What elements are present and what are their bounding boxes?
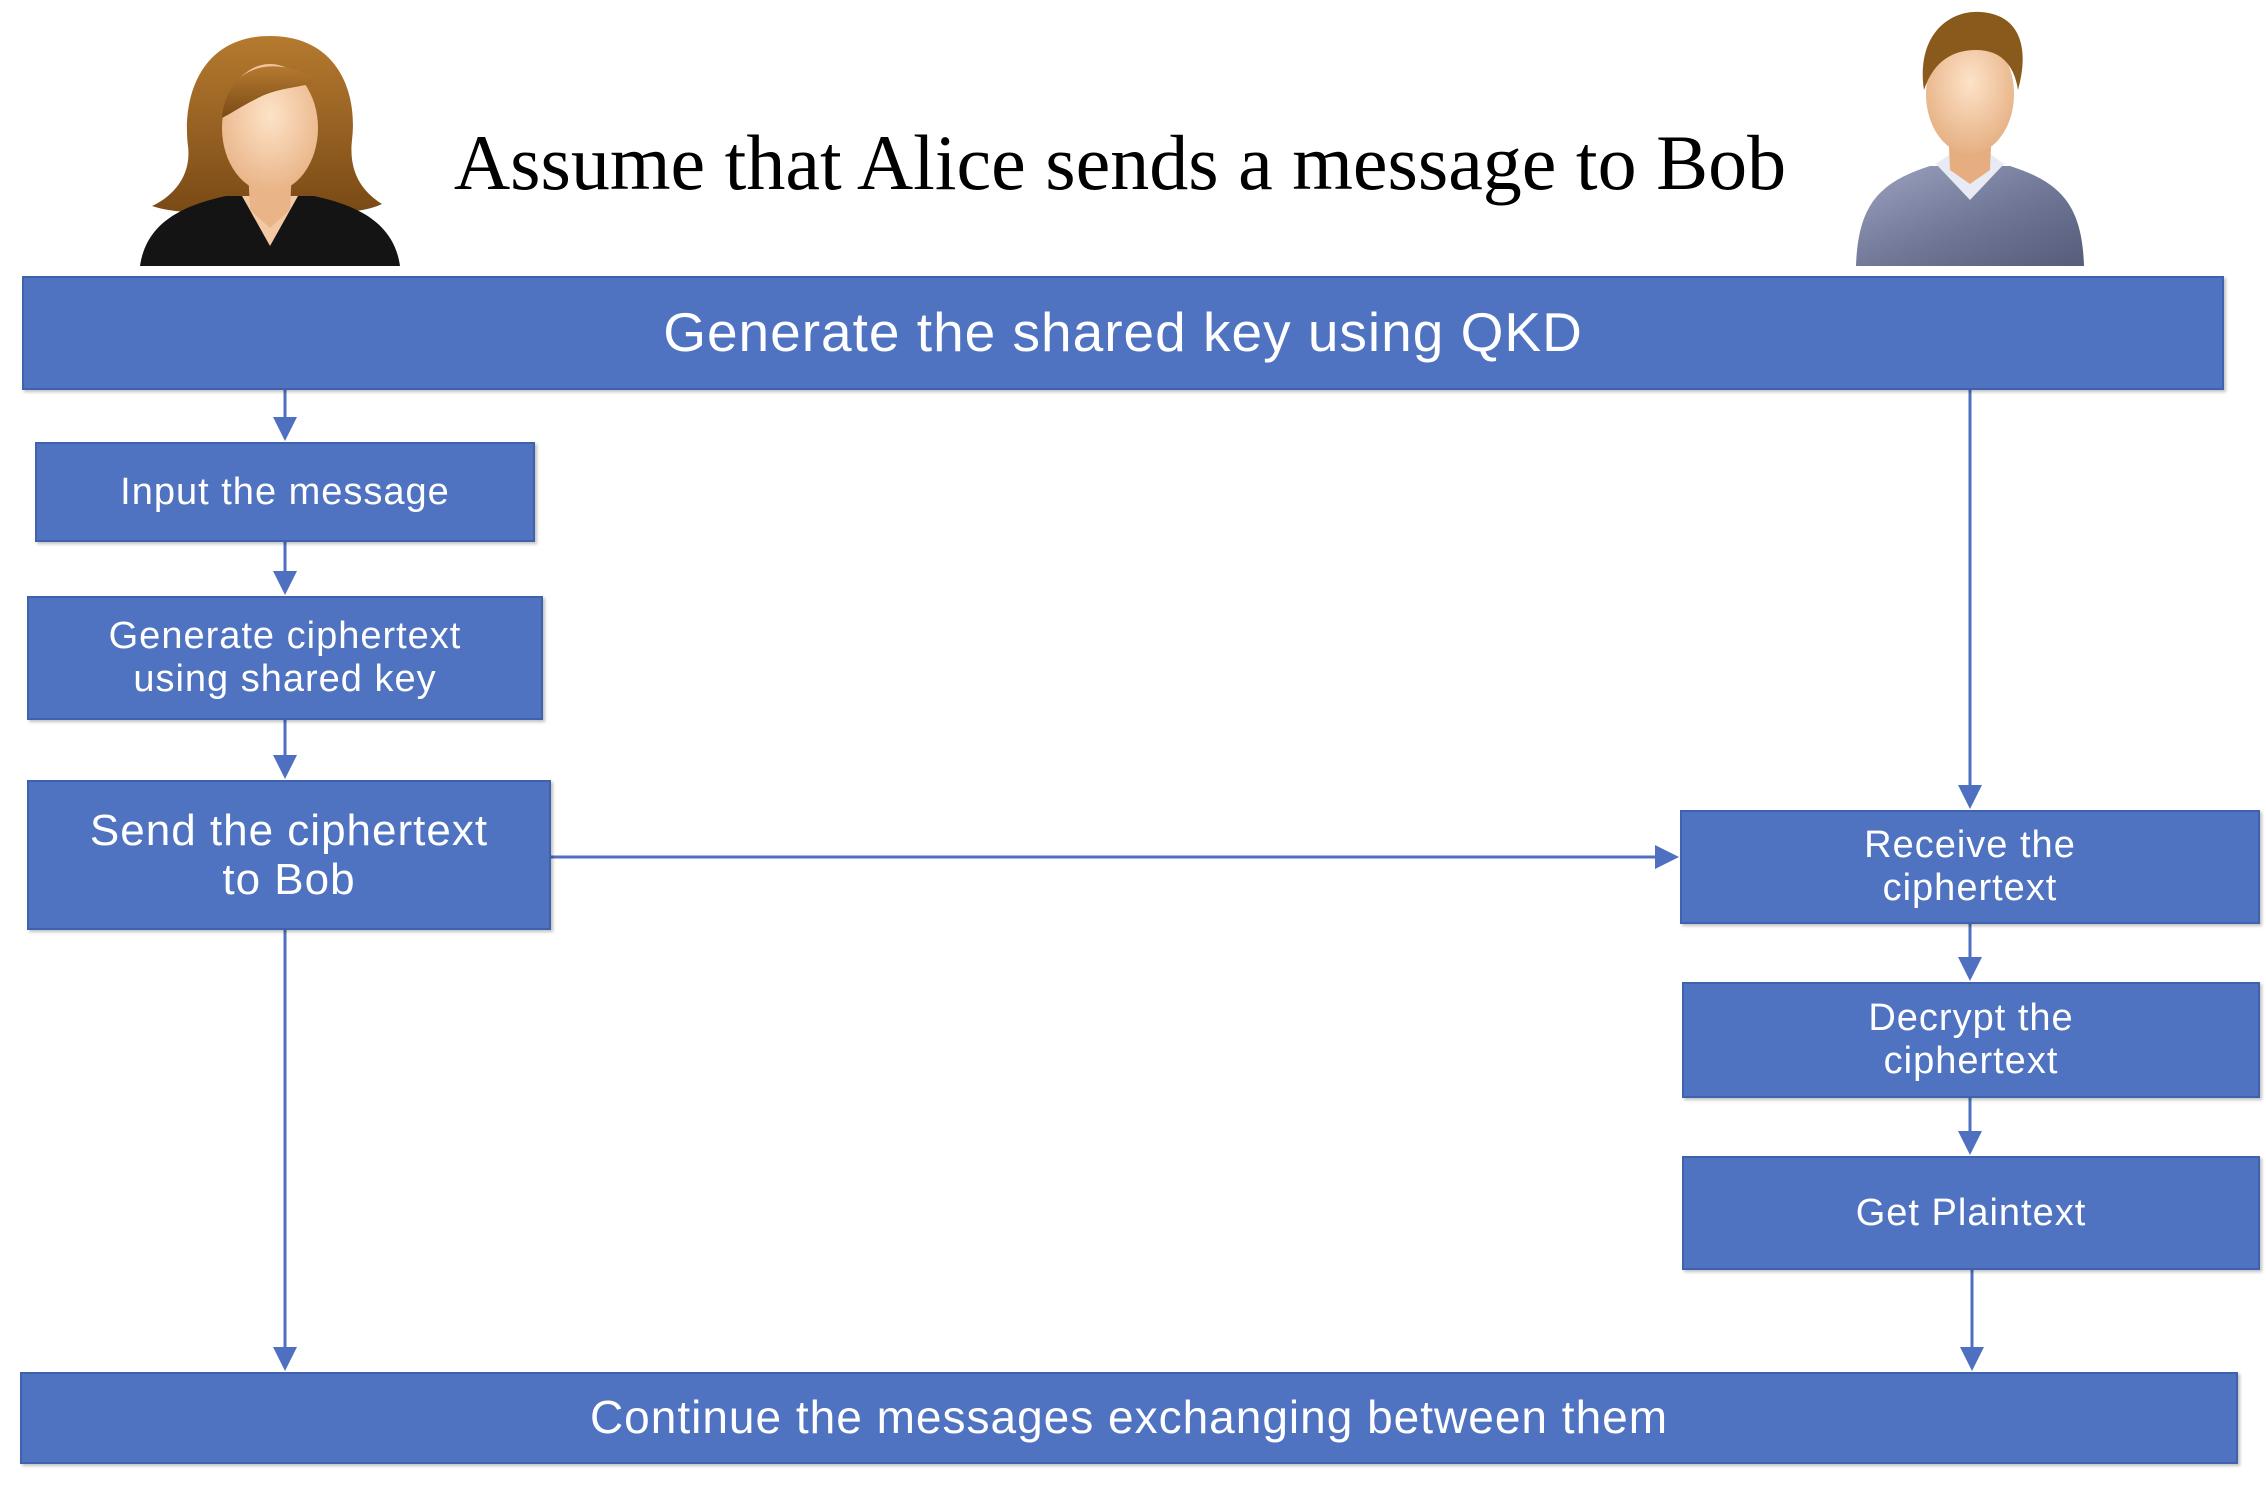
woman-avatar-icon — [140, 36, 400, 266]
step-send-ciphertext: Send the ciphertext to Bob — [27, 780, 551, 930]
step-input-message: Input the message — [35, 442, 535, 542]
step-label: Generate the shared key using QKD — [663, 301, 1583, 364]
step-generate-ciphertext: Generate ciphertext using shared key — [27, 596, 543, 720]
step-get-plaintext: Get Plaintext — [1682, 1156, 2260, 1270]
step-label: Input the message — [120, 470, 450, 513]
step-label: Continue the messages exchanging between… — [589, 1391, 1669, 1444]
step-receive-ciphertext: Receive the ciphertext — [1680, 810, 2260, 924]
step-label: Get Plaintext — [1855, 1191, 2087, 1234]
diagram-title: Assume that Alice sends a message to Bob — [453, 119, 1787, 206]
step-label: Receive the ciphertext — [1864, 824, 2076, 909]
step-label: Send the ciphertext to Bob — [89, 805, 489, 904]
step-continue-exchange: Continue the messages exchanging between… — [20, 1372, 2238, 1464]
step-decrypt-ciphertext: Decrypt the ciphertext — [1682, 982, 2260, 1098]
step-label: Generate ciphertext using shared key — [108, 615, 462, 700]
step-generate-shared-key: Generate the shared key using QKD — [22, 276, 2224, 390]
step-label: Decrypt the ciphertext — [1868, 997, 2074, 1082]
man-avatar-icon — [1856, 11, 2084, 266]
